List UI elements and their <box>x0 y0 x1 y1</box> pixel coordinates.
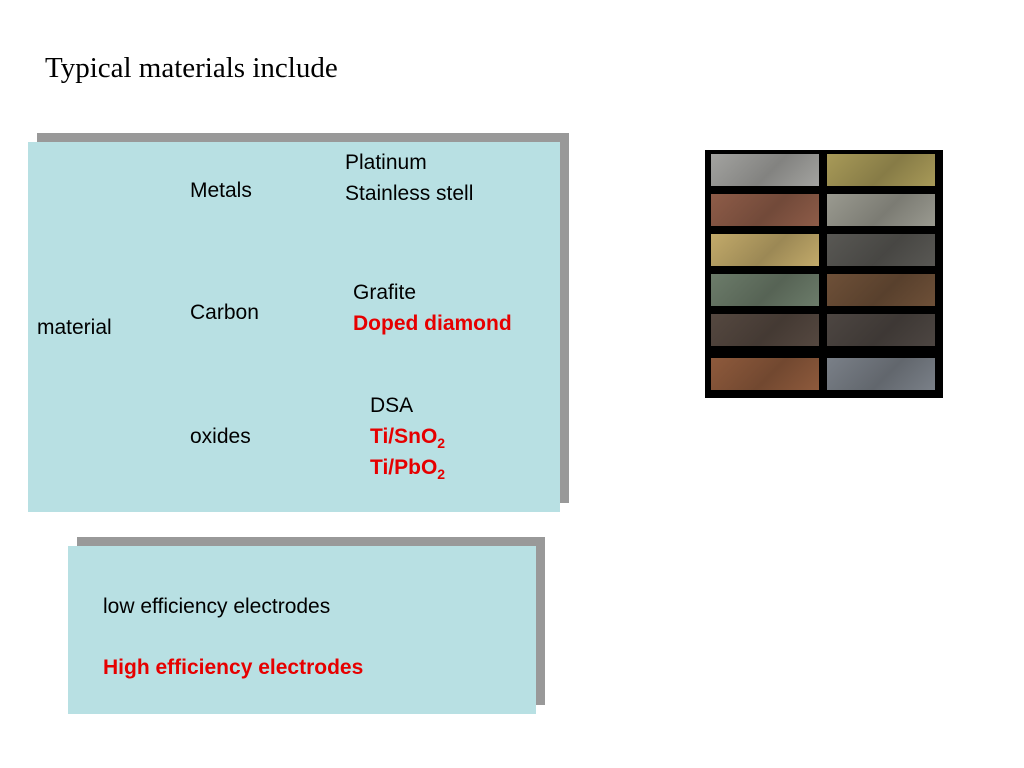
item-doped-diamond: Doped diamond <box>353 312 512 335</box>
ti-pbo2-text: Ti/PbO <box>370 456 438 479</box>
ti-sno2-text: Ti/SnO <box>370 425 438 448</box>
ti-pbo2-subscript: 2 <box>437 466 446 482</box>
item-platinum: Platinum <box>345 151 427 174</box>
sample-tile <box>827 234 935 266</box>
item-stainless-steel: Stainless stell <box>345 182 474 205</box>
materials-table: material Metals Platinum Stainless stell… <box>28 142 560 512</box>
electrode-samples-image <box>705 150 943 398</box>
item-ti-pbo2: Ti/PbO2 <box>370 452 445 483</box>
sample-tile <box>711 194 819 226</box>
legend-box: low efficiency electrodes High efficienc… <box>68 546 536 714</box>
legend-low-efficiency: low efficiency electrodes <box>103 595 331 618</box>
row-label-oxides: oxides <box>190 425 251 448</box>
sample-tile <box>711 358 819 390</box>
sample-tile <box>827 194 935 226</box>
row-label-carbon: Carbon <box>190 301 259 324</box>
sample-tile <box>827 154 935 186</box>
item-graphite: Grafite <box>353 281 417 304</box>
legend-high-efficiency: High efficiency electrodes <box>103 656 364 679</box>
sample-tile <box>711 234 819 266</box>
ti-sno2-subscript: 2 <box>437 435 446 451</box>
sample-tile <box>711 314 819 346</box>
category-label: material <box>37 316 112 339</box>
item-dsa: DSA <box>370 394 414 417</box>
sample-tile <box>711 274 819 306</box>
row-label-metals: Metals <box>190 179 252 202</box>
sample-tile <box>827 358 935 390</box>
sample-tile <box>827 314 935 346</box>
slide-title: Typical materials include <box>45 52 338 84</box>
item-ti-sno2: Ti/SnO2 <box>370 421 445 452</box>
sample-tile <box>711 154 819 186</box>
sample-tile <box>827 274 935 306</box>
